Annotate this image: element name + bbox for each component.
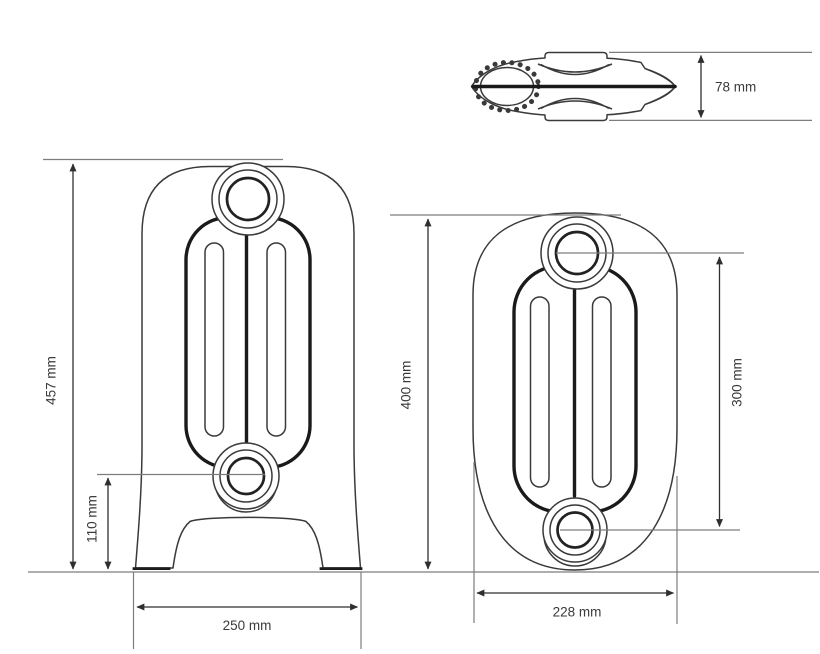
front-bottom-valve: [212, 442, 280, 513]
label-front-width: 250 mm: [223, 618, 272, 633]
front-column-left: [204, 242, 225, 437]
overall-column-left: [529, 296, 550, 488]
overall-view-radiator: [472, 212, 678, 571]
top-view-radiator: [470, 51, 677, 122]
label-overall-height: 400 mm: [399, 361, 414, 410]
dimension-labels: 457 mm 110 mm 250 mm 400 mm 300 mm 228 m…: [44, 80, 757, 634]
top-saddle-upper: [537, 63, 613, 76]
overall-column-right: [591, 296, 612, 488]
front-column-right: [266, 242, 287, 437]
overall-bottom-valve: [542, 497, 608, 567]
label-overall-tapping-centres: 300 mm: [730, 358, 745, 407]
front-top-valve: [211, 162, 285, 236]
reference-lines: [28, 51, 819, 649]
label-front-height: 457 mm: [44, 356, 59, 405]
label-front-inlet-height: 110 mm: [85, 495, 100, 543]
label-top-depth: 78 mm: [715, 80, 756, 95]
label-overall-width: 228 mm: [553, 605, 602, 620]
front-view-radiator: [132, 162, 363, 570]
top-saddle-lower: [537, 97, 613, 110]
dimension-lines: [69, 54, 724, 611]
